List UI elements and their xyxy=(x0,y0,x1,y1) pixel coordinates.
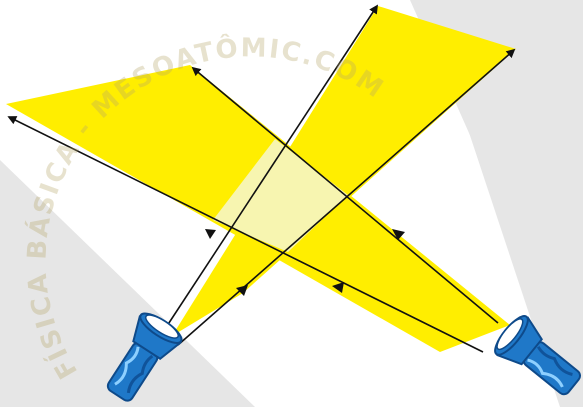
crossing-beams-diagram: FÍSICA BÁSICA - MESOATÔMIC.COM xyxy=(0,0,583,407)
